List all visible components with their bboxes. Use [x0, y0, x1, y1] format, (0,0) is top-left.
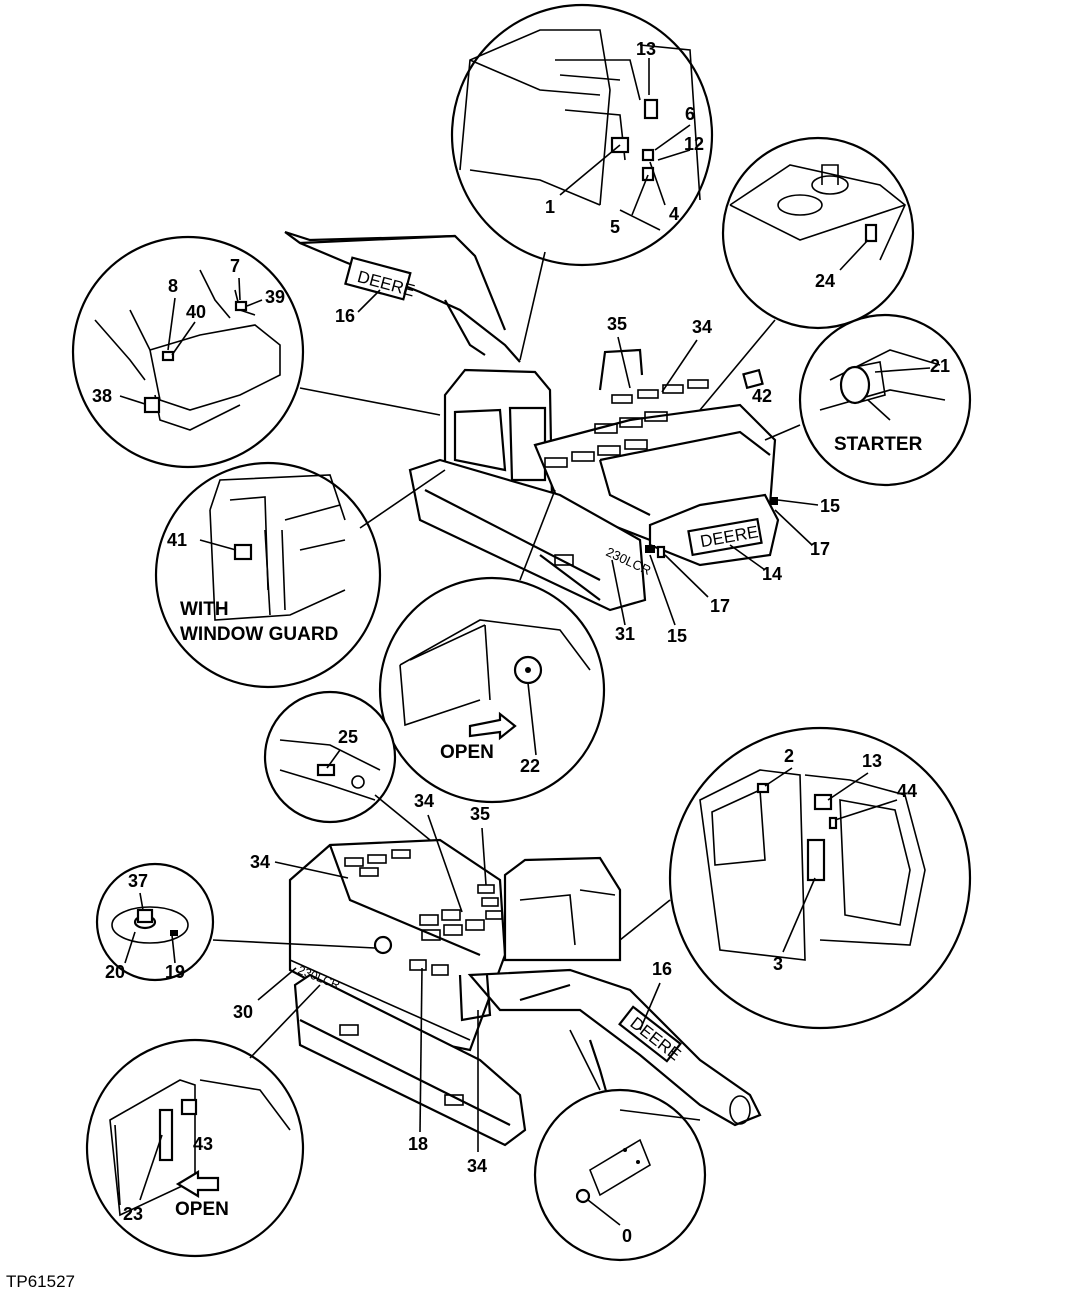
callout-34-lower-b: 34 [250, 852, 270, 872]
callout-23: 23 [123, 1204, 143, 1224]
callout-3: 3 [773, 954, 783, 974]
detail-cab-rear: 2 13 44 3 [619, 726, 972, 1030]
callout-6: 6 [685, 104, 695, 124]
callout-35-lower: 35 [470, 804, 490, 824]
detail-fuel-cap: 37 20 19 [95, 862, 376, 982]
cab-lower [503, 856, 622, 962]
reflector-decal-left [645, 545, 655, 553]
callout-39: 39 [265, 287, 285, 307]
open-arrow-door [175, 1170, 220, 1198]
upper-machine-view: DEERE DEERE [284, 230, 780, 612]
callout-31: 31 [615, 624, 635, 644]
detail-window-guard: 41 WITH WINDOW GUARD [154, 461, 446, 689]
detail-side-door: 43 23 OPEN [85, 984, 321, 1258]
detail-seat-console: 8 40 7 39 38 [71, 235, 441, 469]
callout-43: 43 [193, 1134, 213, 1154]
starter-label: STARTER [834, 434, 923, 455]
reflector-decal-right [770, 497, 778, 505]
callout-37: 37 [128, 871, 148, 891]
callout-41: 41 [167, 530, 187, 550]
open-label-tool: OPEN [440, 742, 494, 763]
with-label: WITH [180, 599, 229, 620]
callout-44: 44 [897, 781, 917, 801]
detail-mount-bracket: 25 [263, 690, 431, 841]
callout-16-lower: 16 [652, 959, 672, 979]
callout-14: 14 [762, 564, 782, 584]
open-arrow-tool [468, 711, 517, 741]
callout-19: 19 [165, 962, 185, 982]
open-label-door: OPEN [175, 1199, 229, 1220]
lower-callouts: 34 35 34 30 16 18 34 [233, 791, 672, 1176]
deere-decal-counterweight [687, 517, 763, 557]
callout-34-upper: 34 [692, 317, 712, 337]
callout-34-lower-c: 34 [467, 1156, 487, 1176]
callout-17-lower: 17 [710, 596, 730, 616]
callout-17-upper: 17 [810, 539, 830, 559]
callout-8: 8 [168, 276, 178, 296]
detail-cab-interior: 13 6 12 1 5 4 [450, 3, 714, 361]
callout-15-upper: 15 [820, 496, 840, 516]
detail-hydraulic-tank: 24 [699, 136, 915, 411]
callout-13-lower: 13 [862, 751, 882, 771]
callout-38: 38 [92, 386, 112, 406]
callout-24: 24 [815, 271, 835, 291]
callout-5: 5 [610, 217, 620, 237]
callout-1: 1 [545, 197, 555, 217]
callout-25: 25 [338, 727, 358, 747]
deere-decal-boom-lower [618, 1005, 682, 1063]
deere-decal-boom-upper [344, 256, 412, 301]
callout-4: 4 [669, 204, 679, 224]
decal-42 [742, 368, 764, 390]
callout-21: 21 [930, 356, 950, 376]
callout-12: 12 [684, 134, 704, 154]
window-guard-label: WINDOW GUARD [180, 624, 338, 645]
callout-22: 22 [520, 756, 540, 776]
callout-30: 30 [233, 1002, 253, 1022]
detail-starter: 21 STARTER [764, 313, 972, 487]
callout-18: 18 [408, 1134, 428, 1154]
detail-tool-box: OPEN 22 [378, 489, 606, 804]
callout-7: 7 [230, 256, 240, 276]
callout-42: 42 [752, 386, 772, 406]
callout-35-upper: 35 [607, 314, 627, 334]
callout-16-upper: 16 [335, 306, 355, 326]
callout-20: 20 [105, 962, 125, 982]
figure-reference: TP61527 [6, 1272, 75, 1291]
undercarriage-lower [293, 973, 527, 1147]
callout-40: 40 [186, 302, 206, 322]
detail-latch: 0 [533, 1029, 707, 1262]
upper-callouts: 16 35 34 42 15 17 14 31 15 17 [335, 289, 840, 646]
callout-0: 0 [622, 1226, 632, 1246]
callout-2: 2 [784, 746, 794, 766]
callout-34-lower-a: 34 [414, 791, 434, 811]
callout-15-lower: 15 [667, 626, 687, 646]
lower-machine-view: DEERE 230LCR [288, 838, 762, 1147]
callout-13: 13 [636, 39, 656, 59]
